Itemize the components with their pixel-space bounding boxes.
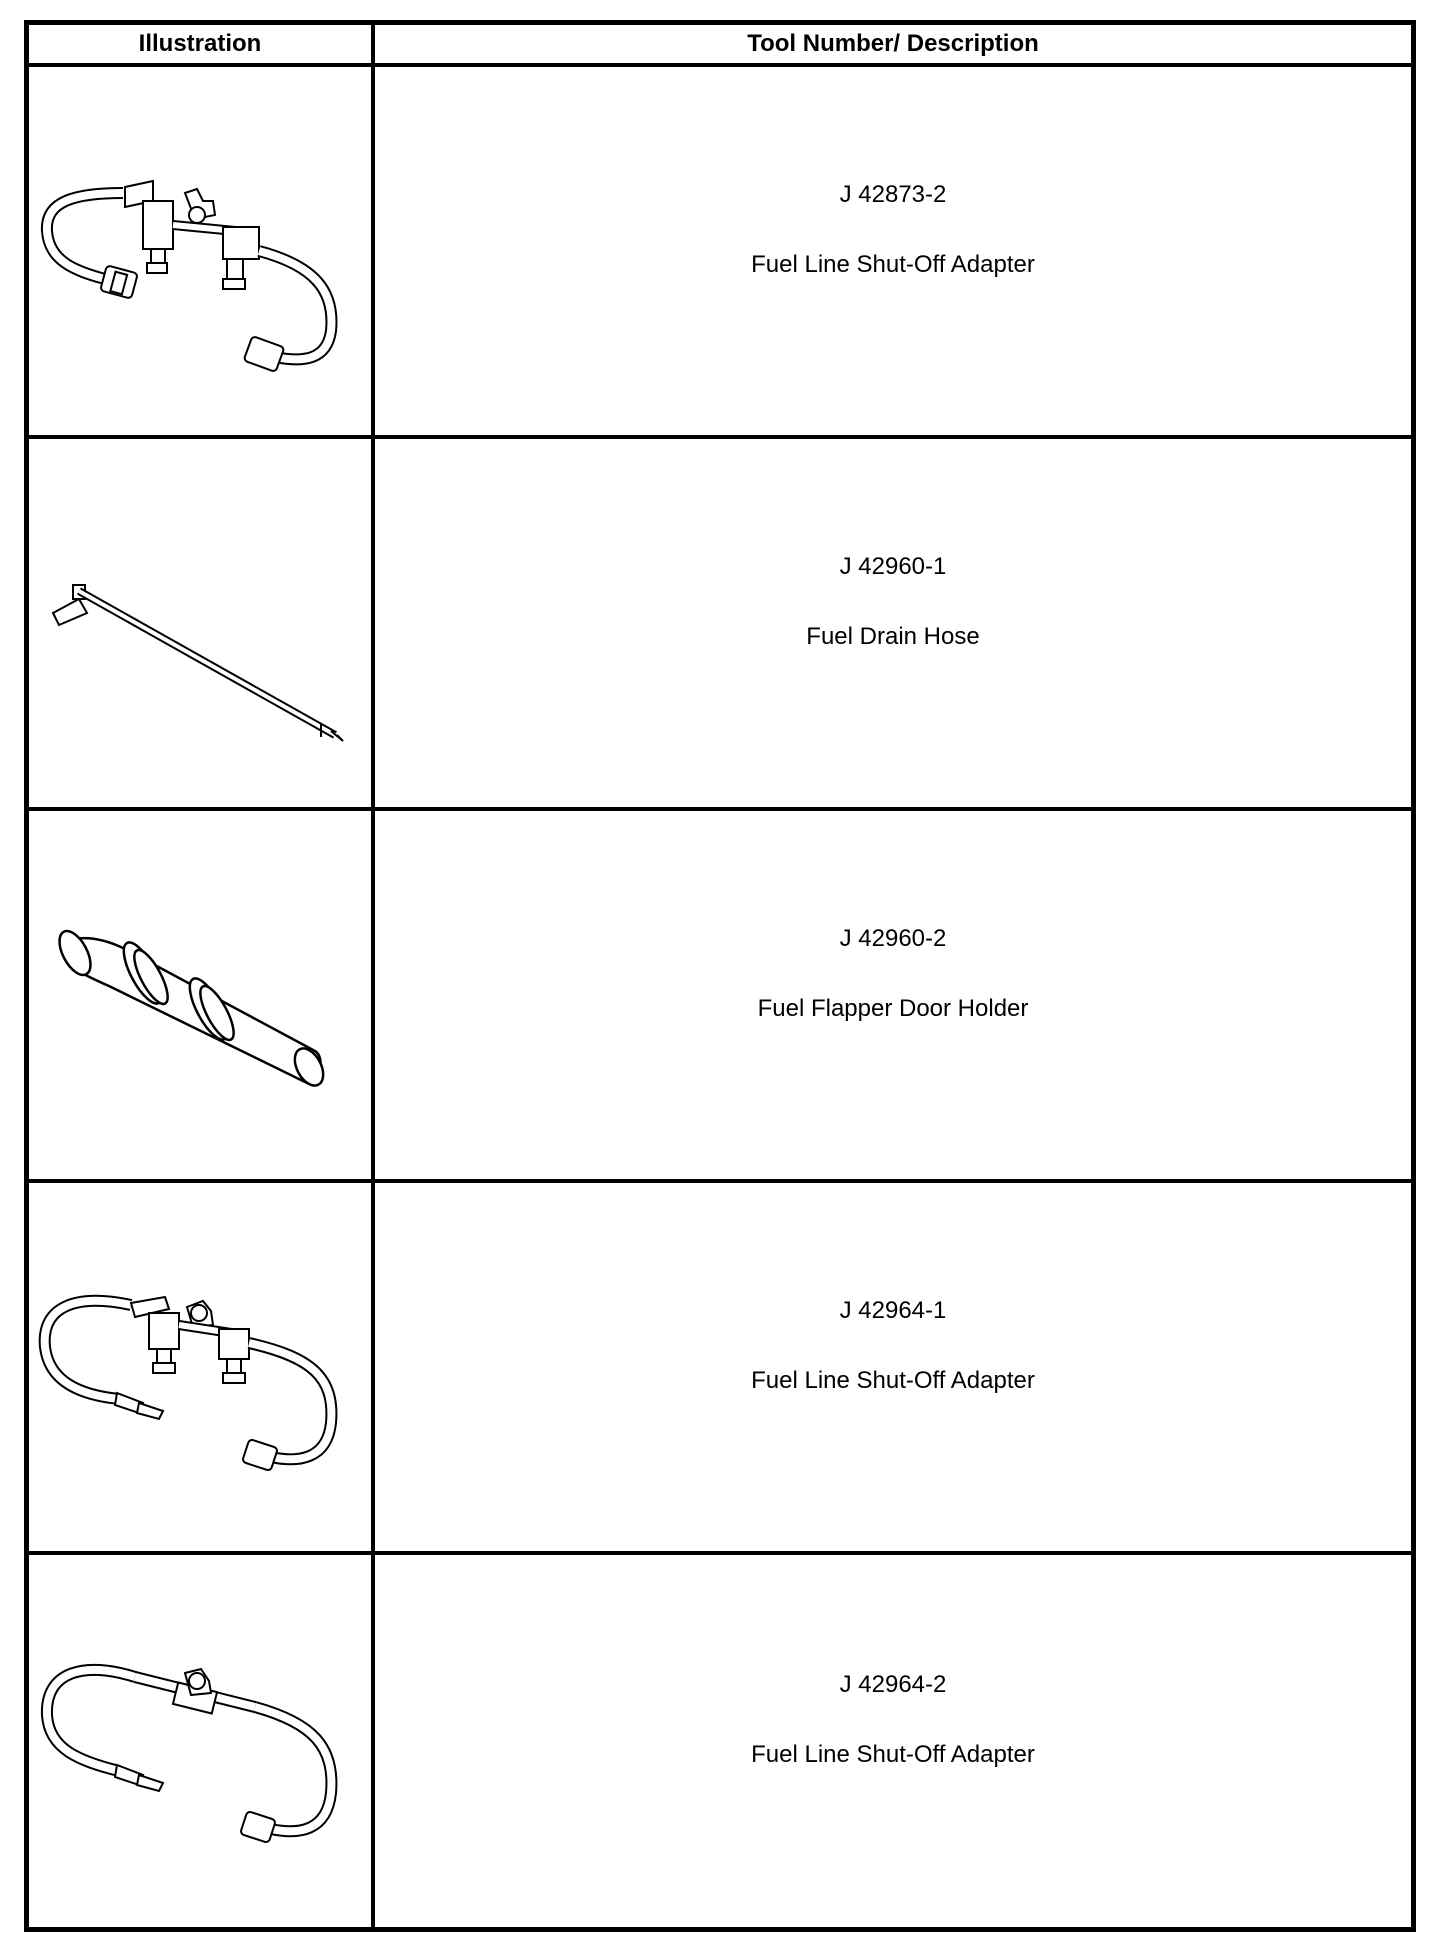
illustration-cell bbox=[29, 1183, 375, 1555]
illustration-cell bbox=[29, 67, 375, 439]
header-illustration: Illustration bbox=[29, 25, 375, 67]
header-tool-number-description: Tool Number/ Description bbox=[375, 25, 1411, 67]
fuel-line-shut-off-adapter-icon bbox=[40, 1663, 338, 1844]
tool-table: Illustration Tool Number/ Description bbox=[24, 20, 1416, 1932]
tool-description: Fuel Line Shut-Off Adapter bbox=[751, 251, 1035, 278]
tool-description: Fuel Drain Hose bbox=[806, 623, 980, 650]
fuel-line-shut-off-adapter-icon bbox=[38, 1294, 338, 1472]
tool-description: Fuel Line Shut-Off Adapter bbox=[751, 1367, 1035, 1394]
tool-number: J 42960-2 bbox=[839, 925, 947, 952]
tool-description: Fuel Line Shut-Off Adapter bbox=[751, 1741, 1035, 1768]
fuel-drain-hose-icon bbox=[51, 584, 344, 742]
tool-description-cell: J 42873-2 Fuel Line Shut-Off Adapter bbox=[375, 67, 1411, 439]
tool-description-cell: J 42964-2 Fuel Line Shut-Off Adapter bbox=[375, 1555, 1411, 1927]
tool-description-cell: J 42960-1 Fuel Drain Hose bbox=[375, 439, 1411, 811]
fuel-line-shut-off-adapter-icon bbox=[40, 179, 338, 372]
tool-number: J 42964-1 bbox=[839, 1297, 947, 1324]
fuel-flapper-door-holder-icon bbox=[58, 929, 325, 1087]
tool-number: J 42873-2 bbox=[839, 181, 947, 208]
tool-number: J 42964-2 bbox=[839, 1671, 947, 1698]
tool-description-cell: J 42960-2 Fuel Flapper Door Holder bbox=[375, 811, 1411, 1183]
tool-number: J 42960-1 bbox=[839, 553, 947, 580]
illustration-cell bbox=[29, 811, 375, 1183]
tool-description-cell: J 42964-1 Fuel Line Shut-Off Adapter bbox=[375, 1183, 1411, 1555]
tool-description: Fuel Flapper Door Holder bbox=[757, 995, 1029, 1022]
illustration-cell bbox=[29, 439, 375, 811]
illustration-cell bbox=[29, 1555, 375, 1927]
